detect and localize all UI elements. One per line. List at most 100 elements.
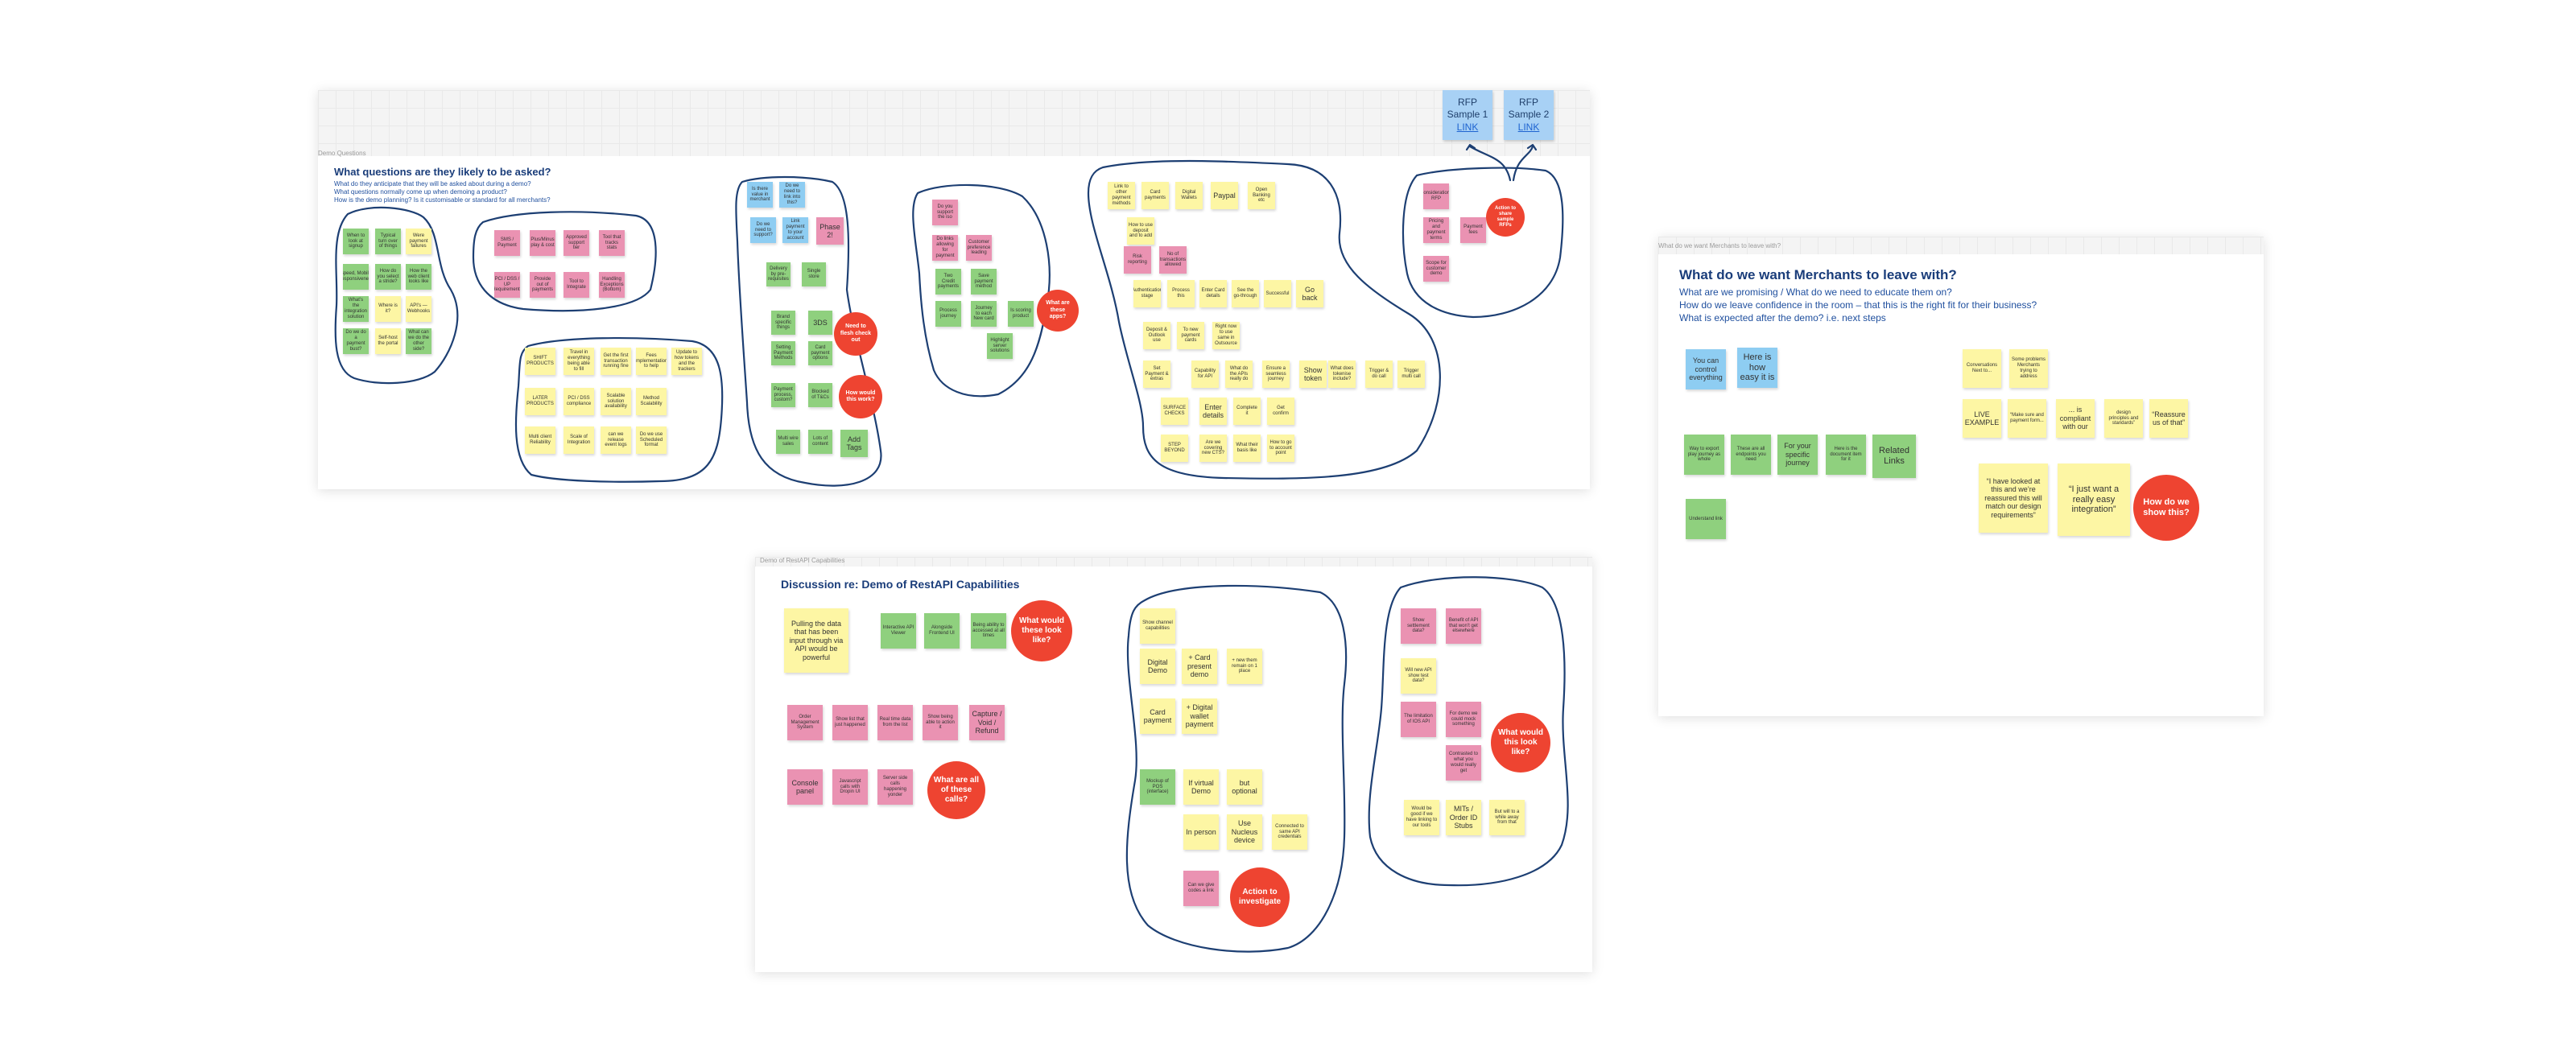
- sticky-note[interactable]: Interactive API Viewer: [881, 613, 916, 649]
- sticky-note[interactable]: Delivery by pre-requisites: [766, 262, 791, 286]
- sticky-note[interactable]: Self-host the portal: [375, 328, 401, 354]
- sticky-note[interactable]: Capture / Void / Refund: [969, 705, 1005, 740]
- sticky-note[interactable]: Pulling the data that has been input thr…: [784, 608, 848, 673]
- action-circle-investigate[interactable]: Action to investigate: [1230, 867, 1290, 927]
- sticky-note[interactable]: Fees implementation to help: [636, 348, 667, 375]
- sticky-note[interactable]: But will to a while away from that: [1489, 800, 1525, 835]
- sticky-note[interactable]: Scale of Integration: [564, 426, 594, 454]
- sticky-note[interactable]: STEP BEYOND: [1161, 435, 1188, 462]
- question-circle-what-apps[interactable]: What are these apps?: [1037, 290, 1079, 332]
- sticky-note[interactable]: Order Management System: [787, 705, 823, 740]
- sticky-note[interactable]: Complete it: [1233, 398, 1261, 425]
- sticky-note[interactable]: Authentication stage: [1133, 280, 1161, 307]
- sticky-note[interactable]: Link to other payment methods: [1108, 182, 1135, 209]
- sticky-note[interactable]: No of transactions allowed: [1159, 246, 1187, 274]
- sticky-note[interactable]: Speed, Mobile Responsiveness: [343, 264, 369, 290]
- sticky-note[interactable]: Are we covering new CTS?: [1199, 435, 1227, 462]
- sticky-note[interactable]: Do you support the iso: [932, 200, 958, 225]
- sticky-note[interactable]: Use Nucleus device: [1227, 814, 1262, 850]
- sticky-note[interactable]: Payment process, custom?: [771, 383, 795, 407]
- sticky-note[interactable]: MITs / Order ID Stubs: [1446, 800, 1481, 835]
- sticky-note[interactable]: How do you select a stride?: [375, 264, 401, 290]
- sticky-note[interactable]: What do the APIs really do: [1225, 361, 1253, 388]
- sticky-note[interactable]: Enter details: [1199, 398, 1227, 425]
- sticky-note[interactable]: Digital Demo: [1140, 649, 1175, 684]
- sticky-note[interactable]: Pricing and payment terms: [1423, 217, 1449, 243]
- sticky-note[interactable]: Process this: [1167, 280, 1195, 307]
- sticky-note[interactable]: Single store: [802, 262, 826, 286]
- sticky-note[interactable]: What’s the integration solution: [343, 296, 369, 322]
- sticky-note[interactable]: Right now to use same in Outsource: [1212, 322, 1240, 349]
- sticky-note[interactable]: The limitation of IOS API: [1401, 702, 1436, 737]
- sticky-note[interactable]: What can we do the other side?: [406, 328, 431, 354]
- sticky-note[interactable]: Successful: [1264, 280, 1291, 307]
- sticky-note[interactable]: Trigger & do call: [1365, 361, 1393, 388]
- sticky-note[interactable]: Do we do a payment bust?: [343, 328, 369, 354]
- rfp-link[interactable]: LINK: [1456, 121, 1479, 133]
- sticky-note[interactable]: Javascript calls with Dropin UI: [832, 769, 868, 805]
- sticky-note[interactable]: “I have looked at this and we’re reassur…: [1979, 464, 2048, 533]
- sticky-note[interactable]: but optional: [1227, 769, 1262, 805]
- sticky-note[interactable]: Benefit of API that won’t get elsewhere: [1446, 608, 1481, 644]
- sticky-note[interactable]: If virtual Demo: [1183, 769, 1219, 805]
- sticky-note[interactable]: Setting Payment Methods: [771, 341, 795, 365]
- sticky-note[interactable]: Open Banking etc: [1248, 182, 1275, 209]
- sticky-note[interactable]: Deposit & Outlook use: [1143, 322, 1170, 349]
- sticky-note[interactable]: SMS / Payment: [494, 230, 520, 256]
- sticky-note[interactable]: Card payments: [1141, 182, 1169, 209]
- sticky-note[interactable]: Payment fees: [1460, 217, 1486, 243]
- sticky-note[interactable]: Digital Wallets: [1175, 182, 1203, 209]
- sticky-note[interactable]: Show channel capabilities: [1140, 608, 1175, 644]
- sticky-note[interactable]: Do we need to link into this?: [779, 182, 805, 208]
- sticky-note[interactable]: Console panel: [787, 769, 823, 805]
- sticky-note[interactable]: How to go to account point: [1267, 435, 1294, 462]
- sticky-note[interactable]: Do we use Scheduled format: [636, 426, 667, 454]
- sticky-note[interactable]: Enter Card details: [1199, 280, 1227, 307]
- sticky-note[interactable]: Contrasted to what you would really get: [1446, 745, 1481, 781]
- question-circle-need-check[interactable]: Need to flesh check out: [834, 312, 877, 356]
- sticky-note[interactable]: Show token: [1299, 361, 1327, 388]
- sticky-note[interactable]: Show settlement data?: [1401, 608, 1436, 644]
- sticky-note[interactable]: How to use deposit and to add: [1127, 217, 1154, 245]
- sticky-note[interactable]: Travel in everything being able to fill: [564, 348, 594, 375]
- sticky-note[interactable]: Some problems Merchants trying to addres…: [2009, 349, 2048, 388]
- sticky-note[interactable]: Trigger multi call: [1397, 361, 1425, 388]
- sticky-note[interactable]: Considerations RFP: [1423, 183, 1449, 209]
- sticky-note[interactable]: Update to how tokens and the trackers: [671, 348, 702, 375]
- sticky-note[interactable]: “Reassure us of that”: [2149, 399, 2188, 438]
- sticky-note[interactable]: Plus/Minus play & cost: [530, 230, 555, 256]
- sticky-note[interactable]: Can we give codes a link: [1183, 871, 1219, 906]
- sticky-note[interactable]: can we release event logs: [601, 426, 631, 454]
- rfp-sample-1-card[interactable]: RFP Sample 1 LINK: [1443, 90, 1492, 140]
- sticky-note[interactable]: Understand link: [1686, 499, 1726, 539]
- sticky-note[interactable]: Related Links: [1872, 435, 1916, 478]
- sticky-note[interactable]: You can control everything: [1686, 349, 1726, 389]
- sticky-note[interactable]: Customer preference leading: [966, 235, 992, 261]
- sticky-note[interactable]: Typical turn over of things: [375, 229, 401, 254]
- question-circle-how-show[interactable]: How do we show this?: [2133, 475, 2199, 541]
- sticky-note[interactable]: Were payment failures: [406, 229, 431, 254]
- sticky-note[interactable]: Capability for API: [1191, 361, 1219, 388]
- question-circle-what-calls[interactable]: What are all of these calls?: [927, 761, 985, 819]
- sticky-note[interactable]: Here is the document item for it: [1826, 435, 1866, 475]
- sticky-note[interactable]: Card payment options: [808, 341, 832, 365]
- sticky-note[interactable]: How the web client looks like: [406, 264, 431, 290]
- sticky-note[interactable]: Risk reporting: [1124, 246, 1151, 274]
- sticky-note[interactable]: LATER PRODUCTS: [525, 388, 555, 415]
- sticky-note[interactable]: Highlight server solutions: [987, 333, 1013, 359]
- sticky-note[interactable]: + Digital wallet payment: [1182, 698, 1217, 734]
- sticky-note[interactable]: Method Scalability: [636, 388, 667, 415]
- sticky-note[interactable]: Show being able to action it: [923, 705, 958, 740]
- sticky-note[interactable]: Go back: [1296, 280, 1323, 307]
- sticky-note[interactable]: Real time data from the list: [877, 705, 913, 740]
- sticky-note[interactable]: What does tokenise include?: [1328, 361, 1356, 388]
- sticky-note[interactable]: Journey to each New card: [971, 301, 997, 327]
- sticky-note[interactable]: Mockup of POS (interface): [1140, 769, 1175, 805]
- sticky-note[interactable]: Multi wire sales: [776, 430, 800, 454]
- sticky-note[interactable]: Tool that tracks stats: [599, 230, 625, 256]
- sticky-note[interactable]: Is there value in merchant: [747, 182, 773, 208]
- sticky-note[interactable]: For your specific journey: [1777, 435, 1818, 475]
- sticky-note[interactable]: Connected to same API credentials: [1272, 814, 1307, 850]
- sticky-note[interactable]: Multi client Reliability: [525, 426, 555, 454]
- sticky-note[interactable]: Phase 2!: [816, 217, 844, 245]
